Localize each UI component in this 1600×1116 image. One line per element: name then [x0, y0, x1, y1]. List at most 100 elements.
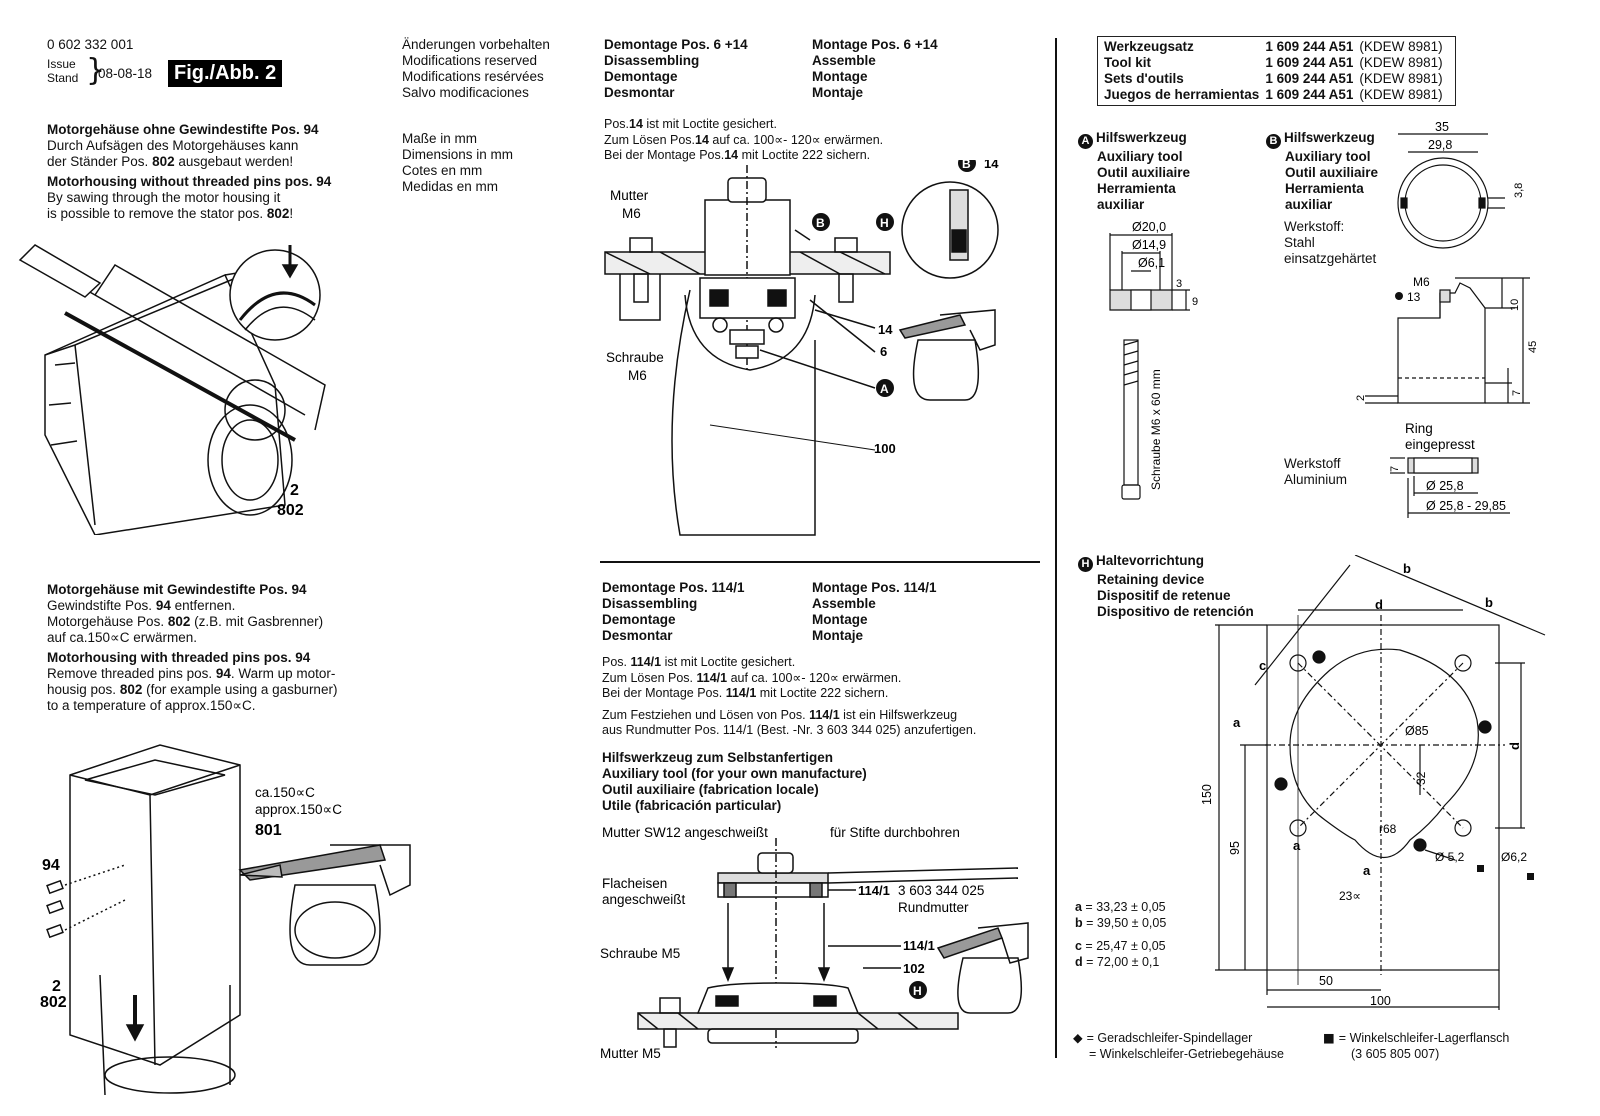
- section1-en-line1: By sawing through the motor housing it: [47, 190, 281, 205]
- notes-bottom: Pos. 114/1 ist mit Loctite gesichert. Zu…: [602, 655, 976, 739]
- label-802: 802: [277, 502, 304, 519]
- dim-d61: Ø6,1: [1138, 256, 1165, 270]
- ring-material-line1: Werkstoff: [1284, 456, 1341, 471]
- section1-title-en: Motorhousing without threaded pins pos. …: [47, 174, 332, 189]
- issue-stand-label: Issue Stand: [47, 57, 78, 85]
- dim-a1: a: [1233, 715, 1241, 730]
- text: ausgebaut werden!: [174, 154, 294, 169]
- square-icon: ■: [1323, 1030, 1339, 1045]
- units-fr: Cotes en mm: [402, 163, 483, 178]
- text: der Ständer Pos.: [47, 154, 153, 169]
- note2: Zum Lösen Pos.14 auf ca. 100∝- 120∝ erwä…: [604, 133, 883, 149]
- note1: Pos. 114/1 ist mit Loctite gesichert.: [602, 655, 976, 671]
- kit-number: 1 609 244 A51: [1265, 55, 1354, 70]
- assembly-heading-bottom: Montage Pos. 114/1 Assemble Montage Mont…: [812, 580, 937, 644]
- dim-d1: d: [1375, 597, 1383, 612]
- text: Hilfswerkzeug: [1284, 130, 1375, 145]
- mon-en: Assemble: [812, 596, 876, 611]
- text: Motorgehäuse Pos.: [47, 614, 168, 629]
- pos-number: 94: [215, 666, 231, 681]
- dim-150: 150: [1200, 784, 1214, 805]
- pos-number: 14: [629, 117, 643, 131]
- text: mit Loctite 222 sichern.: [738, 148, 871, 162]
- diamond-icon: ◆: [1073, 1030, 1087, 1045]
- ring-label2: eingepresst: [1405, 437, 1475, 452]
- temp-de: ca.150∝C: [255, 785, 315, 800]
- badge-H: H: [1078, 557, 1093, 572]
- pos-number: 802: [119, 682, 143, 697]
- dim-val: = 39,50 ± 0,05: [1082, 915, 1167, 930]
- tool-a-line2: Auxiliary tool: [1097, 149, 1183, 164]
- tool-b-material: Werkstoff: Stahl einsatzgehärtet: [1284, 219, 1376, 267]
- label-schraube: Schraube: [606, 350, 664, 365]
- legend-diamond-line2: = Winkelschleifer-Getriebegehäuse: [1089, 1046, 1284, 1061]
- dim-13: 13: [1407, 290, 1421, 304]
- note5: aus Rundmutter Pos. 114/1 (Best. -Nr. 3 …: [602, 723, 977, 737]
- tool-b-line2: Auxiliary tool: [1285, 149, 1371, 164]
- text: Gewindstifte Pos.: [47, 598, 156, 613]
- dim-23: 23∝: [1339, 889, 1361, 903]
- units-es: Medidas en mm: [402, 179, 499, 194]
- note3: Bei der Montage Pos.14 mit Loctite 222 s…: [604, 148, 883, 164]
- note4: Zum Festziehen und Lösen von Pos. 114/1 …: [602, 708, 976, 724]
- text: = Geradschleifer-Spindellager: [1086, 1031, 1253, 1045]
- dim-35: 35: [1435, 120, 1449, 134]
- label-102: 102: [903, 961, 925, 976]
- dim-value-c: c = 25,47 ± 0,05: [1075, 939, 1166, 955]
- label-mutter-m5: Mutter M5: [600, 1046, 661, 1061]
- badge-B: B: [1266, 134, 1281, 149]
- dim-100: 100: [1370, 994, 1391, 1008]
- changes-notice: Änderungen vorbehalten Modifications res…: [402, 37, 550, 101]
- dim-value-b: b = 39,50 ± 0,05: [1075, 916, 1166, 932]
- stand-label: Stand: [47, 71, 79, 85]
- note1: Pos.14 ist mit Loctite gesichert.: [604, 117, 883, 133]
- figure-badge: Fig./Abb. 2: [168, 60, 283, 87]
- dim-d62: Ø6,2: [1501, 850, 1527, 864]
- label-802: 802: [40, 994, 67, 1011]
- text: Pos.: [604, 117, 630, 131]
- dim-key: a: [1075, 900, 1082, 914]
- note3: Bei der Montage Pos. 114/1 mit Loctite 2…: [602, 686, 976, 702]
- section2-en-line1: Remove threaded pins pos. 94. Warm up mo…: [47, 666, 337, 682]
- mon-es: Montaje: [812, 628, 864, 643]
- text: (for example using a gasburner): [142, 682, 338, 697]
- legend-square-line1: ■ = Winkelschleifer-Lagerflansch: [1323, 1030, 1509, 1047]
- tool-h-line3: Dispositif de retenue: [1097, 588, 1231, 603]
- changes-fr: Modifications resérvées: [402, 69, 544, 84]
- section2-title-en: Motorhousing with threaded pins pos. 94: [47, 650, 311, 665]
- legend-diamond: ◆ = Geradschleifer-Spindellager = Winkel…: [1073, 1030, 1284, 1062]
- issue-date: 08-08-18: [98, 66, 153, 81]
- section-without-pins: Motorgehäuse ohne Gewindestifte Pos. 94 …: [47, 122, 331, 222]
- section2-de-line2: Motorgehäuse Pos. 802 (z.B. mit Gasbrenn…: [47, 614, 337, 630]
- label-rundmutter: Rundmutter: [898, 900, 969, 915]
- pos-number: 14: [695, 132, 709, 147]
- text: Zum Lösen Pos.: [602, 670, 697, 685]
- dim-b1: b: [1403, 561, 1411, 576]
- section2-de-line3: auf ca.150∝C erwärmen.: [47, 630, 197, 645]
- pos-number: 802: [266, 206, 290, 221]
- mon-en: Assemble: [812, 53, 876, 68]
- tool-a-line5: auxiliar: [1097, 197, 1145, 212]
- text: auf ca. 100∝- 120∝ erwärmen.: [727, 670, 902, 685]
- ring-material: Werkstoff Aluminium: [1284, 456, 1347, 488]
- dim-38: 3,8: [1513, 183, 1525, 198]
- mon-fr: Montage: [812, 612, 868, 627]
- tool-b-drawing: 35 29,8 3,8 M6 13 10 45 7 2 Ring eingepr…: [1355, 120, 1539, 518]
- dim-key: b: [1075, 915, 1083, 930]
- text: Zum Festziehen und Lösen von Pos.: [602, 707, 810, 722]
- dim-95: 95: [1228, 841, 1242, 855]
- round-nut-tool-illustration: Mutter SW12 angeschweißt für Stifte durc…: [600, 825, 1029, 1061]
- kit-number: 1 609 244 A51: [1265, 39, 1354, 54]
- heat-housing-illustration: ca.150∝C approx.150∝C 801 94 2 802: [40, 744, 411, 1095]
- section1-de-line2: der Ständer Pos. 802 ausgebaut werden!: [47, 154, 331, 170]
- changes-de: Änderungen vorbehalten: [402, 37, 550, 52]
- dim-c: c: [1259, 658, 1266, 673]
- badge-H: H: [880, 216, 889, 230]
- saw-housing-illustration: 2 802: [18, 244, 326, 535]
- screw-label: Schraube M6 x 60 mm: [1149, 369, 1163, 490]
